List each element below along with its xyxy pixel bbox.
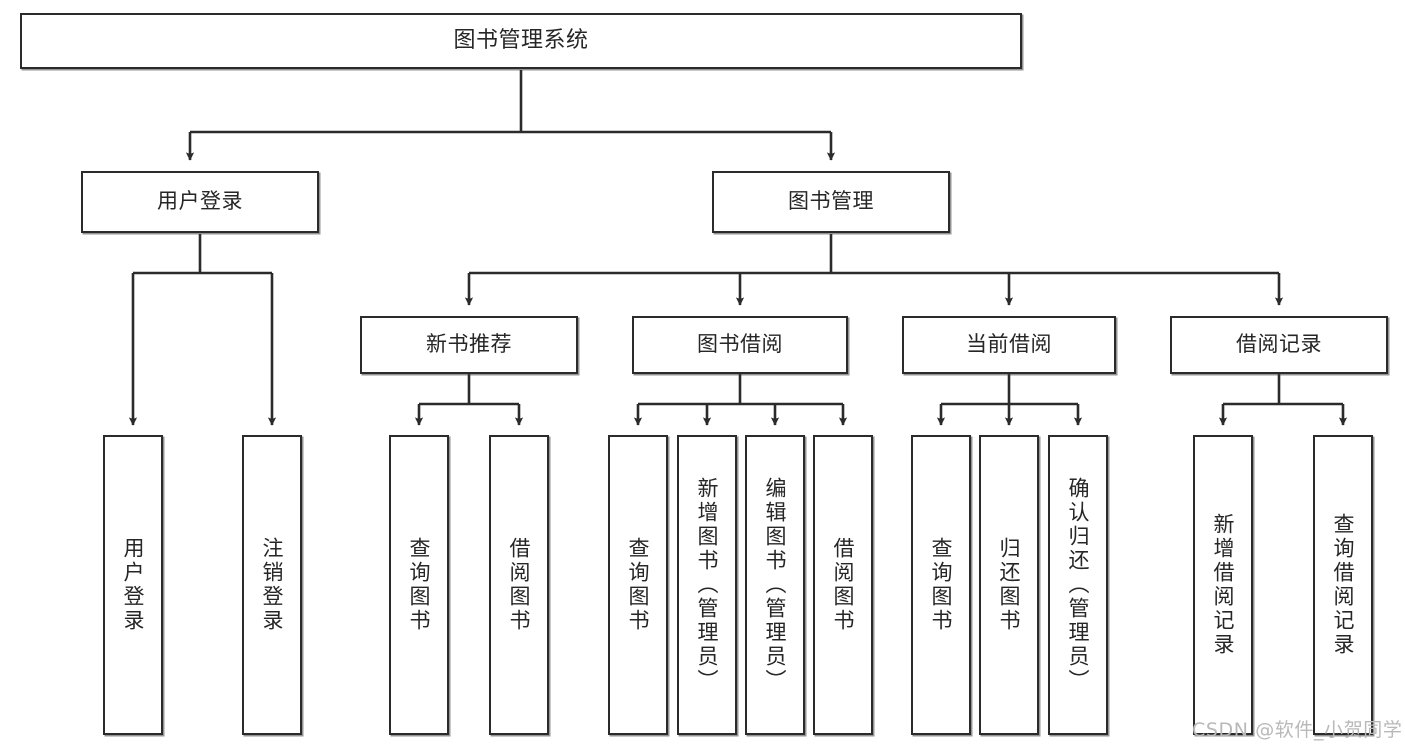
node-leaf-borrow-book-2-label: 借阅图书 [831, 537, 856, 633]
node-user-login[interactable]: 用户登录 [81, 171, 319, 233]
node-user-login-label: 用户登录 [157, 189, 243, 214]
node-leaf-edit-book[interactable]: 编辑图书（管理员） [745, 435, 805, 735]
node-borrow-record[interactable]: 借阅记录 [1170, 316, 1388, 374]
node-book-manage-label: 图书管理 [788, 189, 874, 214]
node-leaf-query-book-3-label: 查询图书 [929, 537, 954, 633]
node-leaf-return-book[interactable]: 归还图书 [979, 435, 1039, 735]
node-leaf-add-record-label: 新增借阅记录 [1211, 513, 1236, 657]
node-root[interactable]: 图书管理系统 [20, 13, 1022, 69]
node-book-manage[interactable]: 图书管理 [712, 171, 950, 233]
node-current-borrow[interactable]: 当前借阅 [902, 316, 1116, 374]
node-leaf-query-record-label: 查询借阅记录 [1331, 513, 1356, 657]
node-leaf-query-book-1[interactable]: 查询图书 [389, 435, 449, 735]
node-leaf-edit-book-label: 编辑图书（管理员） [763, 477, 788, 693]
node-leaf-query-book-2[interactable]: 查询图书 [608, 435, 668, 735]
node-book-borrow[interactable]: 图书借阅 [632, 316, 848, 374]
node-leaf-return-book-label: 归还图书 [997, 537, 1022, 633]
node-new-book-recommend[interactable]: 新书推荐 [360, 316, 578, 374]
node-leaf-add-book-label: 新增图书（管理员） [695, 477, 720, 693]
node-leaf-borrow-book-1-label: 借阅图书 [507, 537, 532, 633]
node-leaf-add-book[interactable]: 新增图书（管理员） [677, 435, 737, 735]
node-current-borrow-label: 当前借阅 [966, 332, 1052, 357]
node-leaf-query-record[interactable]: 查询借阅记录 [1313, 435, 1373, 735]
node-leaf-borrow-book-2[interactable]: 借阅图书 [813, 435, 873, 735]
csdn-watermark: CSDN @软件_小贺同学 [1192, 719, 1403, 741]
node-borrow-record-label: 借阅记录 [1236, 332, 1322, 357]
node-leaf-query-book-2-label: 查询图书 [626, 537, 651, 633]
node-leaf-confirm-return[interactable]: 确认归还（管理员） [1048, 435, 1108, 735]
node-leaf-borrow-book-1[interactable]: 借阅图书 [489, 435, 549, 735]
node-leaf-query-book-3[interactable]: 查询图书 [911, 435, 971, 735]
node-root-label: 图书管理系统 [453, 27, 589, 53]
node-leaf-user-logout-label: 注销登录 [260, 537, 285, 633]
node-leaf-add-record[interactable]: 新增借阅记录 [1193, 435, 1253, 735]
node-leaf-user-logout[interactable]: 注销登录 [242, 435, 302, 735]
node-leaf-confirm-return-label: 确认归还（管理员） [1066, 477, 1091, 693]
node-book-borrow-label: 图书借阅 [697, 332, 783, 357]
node-leaf-user-login[interactable]: 用户登录 [103, 435, 163, 735]
node-leaf-query-book-1-label: 查询图书 [407, 537, 432, 633]
node-new-book-recommend-label: 新书推荐 [426, 332, 512, 357]
node-leaf-user-login-label: 用户登录 [121, 537, 146, 633]
